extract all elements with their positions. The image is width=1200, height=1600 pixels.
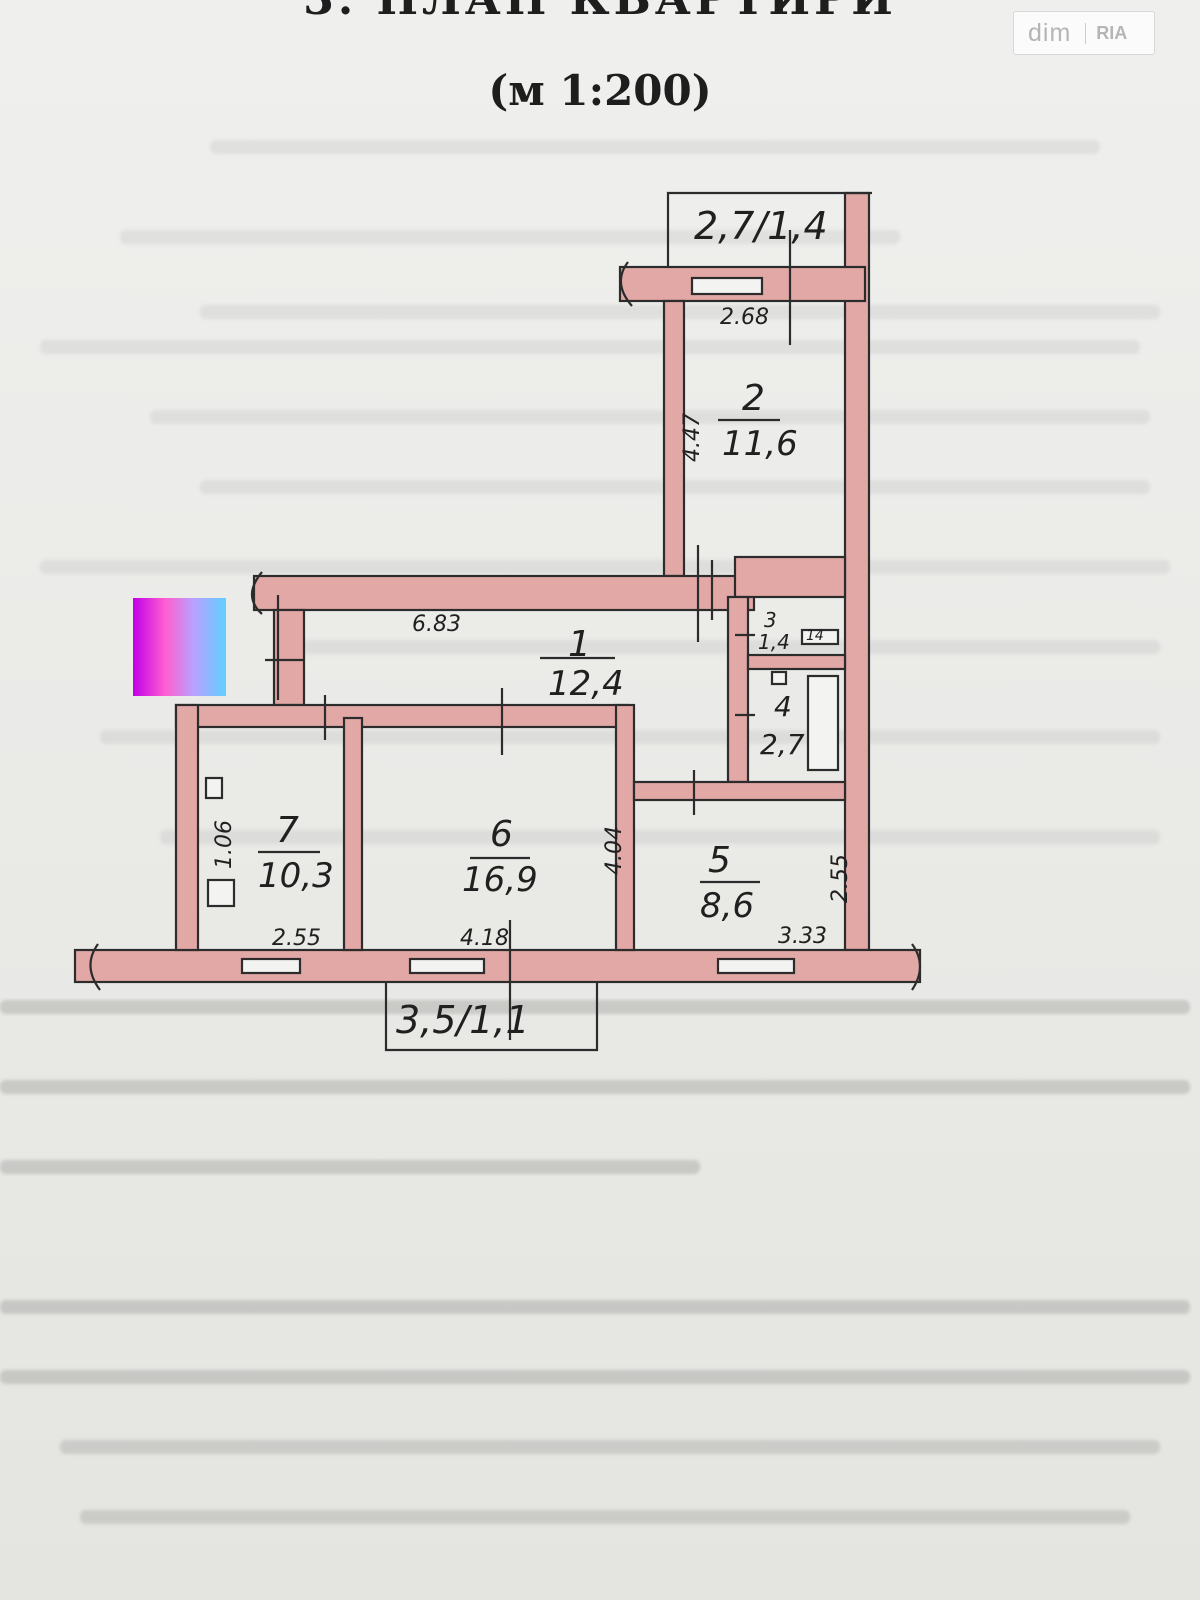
room-3-area: 1,4 <box>758 630 790 654</box>
right-exterior-wall <box>843 191 871 952</box>
dimension-4-04: 4.04 <box>601 826 627 875</box>
room-6-area: 16,9 <box>462 860 538 900</box>
wall-6-5 <box>614 703 636 952</box>
stove-fixture <box>204 776 224 800</box>
faded-text-line <box>160 830 1160 844</box>
dimension-4-47: 4.47 <box>679 413 705 462</box>
bath-fixture <box>800 628 840 646</box>
break-mark <box>250 571 263 615</box>
room-5-top-wall <box>632 780 847 802</box>
room-4-area: 2,7 <box>760 728 805 761</box>
wall-3-4 <box>746 653 847 671</box>
faded-text-line <box>0 1370 1190 1384</box>
toilet-fixture <box>770 670 788 686</box>
dimension-2-55-left: 2.55 <box>272 926 321 951</box>
corridor-top-wall <box>252 574 756 612</box>
faded-text-line <box>150 410 1150 424</box>
dimension-6-83: 6.83 <box>412 612 461 637</box>
watermark-badge: RIA <box>1085 22 1127 44</box>
faded-text-line <box>0 1160 700 1174</box>
room-5-number: 5 <box>708 840 731 881</box>
room-3-number: 3 <box>764 608 777 632</box>
watermark-brand: dim <box>1028 18 1072 47</box>
room-4-number: 4 <box>774 690 792 723</box>
faded-text-line <box>210 140 1100 154</box>
faded-text-line <box>60 1440 1160 1454</box>
room-7-number: 7 <box>276 810 299 851</box>
dimension-2-55-right: 2.55 <box>827 854 853 903</box>
dimension-1-06: 1.06 <box>211 820 237 869</box>
faded-text-line <box>0 1000 1190 1014</box>
dimension-14: 14 <box>806 628 824 644</box>
bottom-balcony-outline <box>384 982 599 1052</box>
faded-text-line <box>120 230 900 244</box>
dimension-3-33: 3.33 <box>778 924 827 949</box>
room-5-area: 8,6 <box>700 886 755 926</box>
faded-text-line <box>80 1510 1130 1524</box>
bath-top-wall <box>733 555 847 599</box>
wall-7-6 <box>342 716 364 952</box>
room-2-area: 11,6 <box>722 424 798 464</box>
room-7-left-wall <box>174 703 200 952</box>
plan-scale: (м 1:200) <box>488 66 712 115</box>
faded-text-line <box>0 1080 1190 1094</box>
balcony-top-label: 2,7/1,4 <box>694 204 828 248</box>
sink-fixture <box>206 878 236 908</box>
color-overlay-swatch <box>133 598 226 696</box>
bath-left-wall <box>726 595 750 784</box>
window <box>408 957 486 975</box>
dimension-4-18: 4.18 <box>460 926 509 951</box>
room-2-number: 2 <box>742 378 765 419</box>
window <box>716 957 796 975</box>
room-7-area: 10,3 <box>258 856 334 896</box>
break-mark <box>89 943 101 991</box>
break-mark <box>619 261 633 307</box>
watermark-logo: dim RIA <box>1013 11 1155 55</box>
plan-lines <box>89 191 922 1052</box>
faded-text-line <box>0 1300 1190 1314</box>
break-mark <box>911 943 922 991</box>
room-6-number: 6 <box>490 814 513 855</box>
plan-title: 3. ПЛАН КВАРТИРИ <box>0 0 1200 25</box>
top-balcony-outline <box>666 191 845 267</box>
rooms-top-wall <box>174 703 630 729</box>
window <box>240 957 302 975</box>
dimension-2-68: 2.68 <box>720 305 769 330</box>
faded-text-line <box>40 560 1170 574</box>
balcony-bottom-label: 3,5/1,1 <box>396 998 530 1042</box>
room-1-area: 12,4 <box>548 664 624 704</box>
room-1-number: 1 <box>568 624 591 665</box>
window <box>690 276 764 296</box>
bath-tub <box>806 674 840 772</box>
